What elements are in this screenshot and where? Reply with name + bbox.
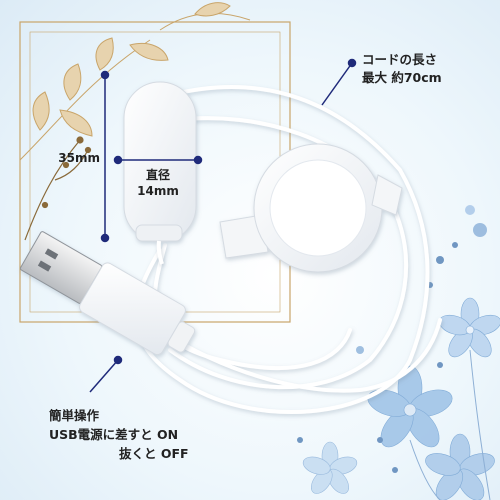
measurement-lines [89,58,357,393]
blue-floral-decoration [297,205,500,500]
cord-length-title: コードの長さ [362,52,438,67]
operation-title: 簡単操作 [49,408,100,423]
height-label: 35mm [58,151,100,165]
usb-plug [19,231,196,356]
gold-leaf-decoration [19,2,251,161]
diameter-title: 直径 [145,168,170,182]
twig-decoration [24,136,92,241]
operation-line-1: USB電源に差すと ON [49,427,179,442]
cord-reel [219,143,403,273]
diameter-value: 14mm [137,184,179,198]
cord-length-value: 最大 約70cm [362,70,442,85]
operation-line-2: 抜くと OFF [119,446,189,461]
